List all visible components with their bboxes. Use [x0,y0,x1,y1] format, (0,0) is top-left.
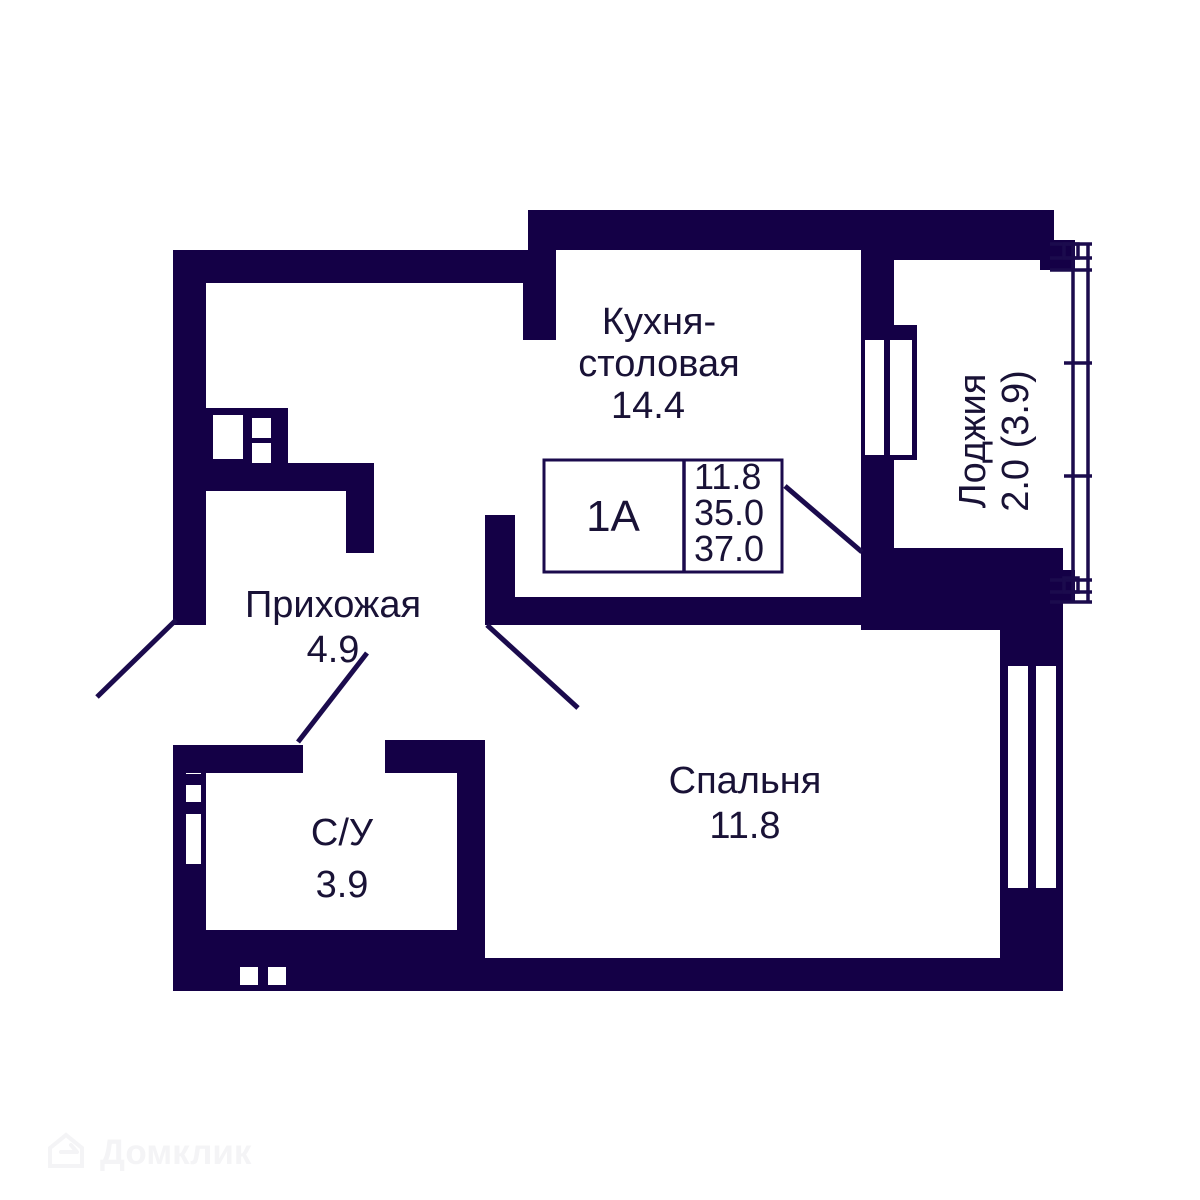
leader-kitchen-to-bedroom-door [485,623,580,710]
shaft-void-small-hall-top [252,418,271,438]
unit-area-total: 35.0 [694,492,764,533]
loggia-corner-mark-bottom [1062,576,1080,594]
wall-hall-kitchen-divider [523,250,556,340]
wall-loggia-corner-bottom [1040,570,1075,602]
unit-tag-frame [542,458,784,574]
bedroom-window-pane-right [1036,666,1056,888]
wall-bathroom-bottom [206,930,485,958]
room-area-bedroom: 11.8 [709,805,780,847]
wall-loggia-top [894,210,1054,260]
shaft-void-bottom-left [240,967,258,985]
kitchen-window-pane-left [865,340,884,455]
wall-hall-inner-vertical [346,463,374,553]
room-label-bathroom: С/У [311,812,374,854]
room-area-kitchen: 14.4 [611,385,685,427]
room-label-kitchen-line2: столовая [578,343,739,385]
shaft-void-bottom-right [268,967,286,985]
room-area-hall: 4.9 [307,629,360,671]
leader-lines [95,484,864,744]
unit-area-living: 11.8 [694,456,761,497]
wall-left-exterior-lower [173,745,206,988]
wall-hall-top [173,250,556,283]
wall-bathroom-top-left [173,745,303,773]
wall-bottom-exterior [173,958,1063,991]
wall-loggia-bottom [861,548,1063,630]
shaft-void-small-hall-bottom [252,443,271,463]
room-area-bathroom: 3.9 [316,864,369,906]
unit-tag-box: 1А 11.8 35.0 37.0 [542,456,784,574]
room-label-loggia: Лоджия [952,374,994,509]
room-label-kitchen-line1: Кухня- [602,301,716,343]
wall-kitchen-bedroom-divider [485,597,875,625]
loggia-glazing [1050,242,1092,604]
kitchen-window-pane-right [890,340,912,455]
room-labels: Кухня- столовая 14.4 Прихожая 4.9 С/У 3.… [245,301,1037,906]
shaft-void-large-hall [213,415,243,459]
unit-area-with-loggia: 37.0 [694,528,764,569]
room-area-loggia: 2.0 (3.9) [995,370,1037,512]
leader-entrance-door [95,618,178,699]
loggia-corner-mark-top [1062,242,1080,260]
room-label-hall: Прихожая [245,584,421,626]
wall-structure [173,210,1075,991]
bedroom-window-pane-left [1008,666,1028,888]
wall-bathroom-right [457,740,485,955]
wall-left-exterior-upper [173,250,206,625]
wall-kitchen-right-upper [861,240,894,325]
unit-type-label: 1А [586,492,640,541]
room-label-bedroom: Спальня [669,760,822,802]
shaft-void-left-rect [186,814,201,864]
leader-hall-to-bath [296,651,369,744]
shaft-void-left-sq-mid [186,785,201,802]
leader-tag-to-loggia-door [783,484,864,554]
